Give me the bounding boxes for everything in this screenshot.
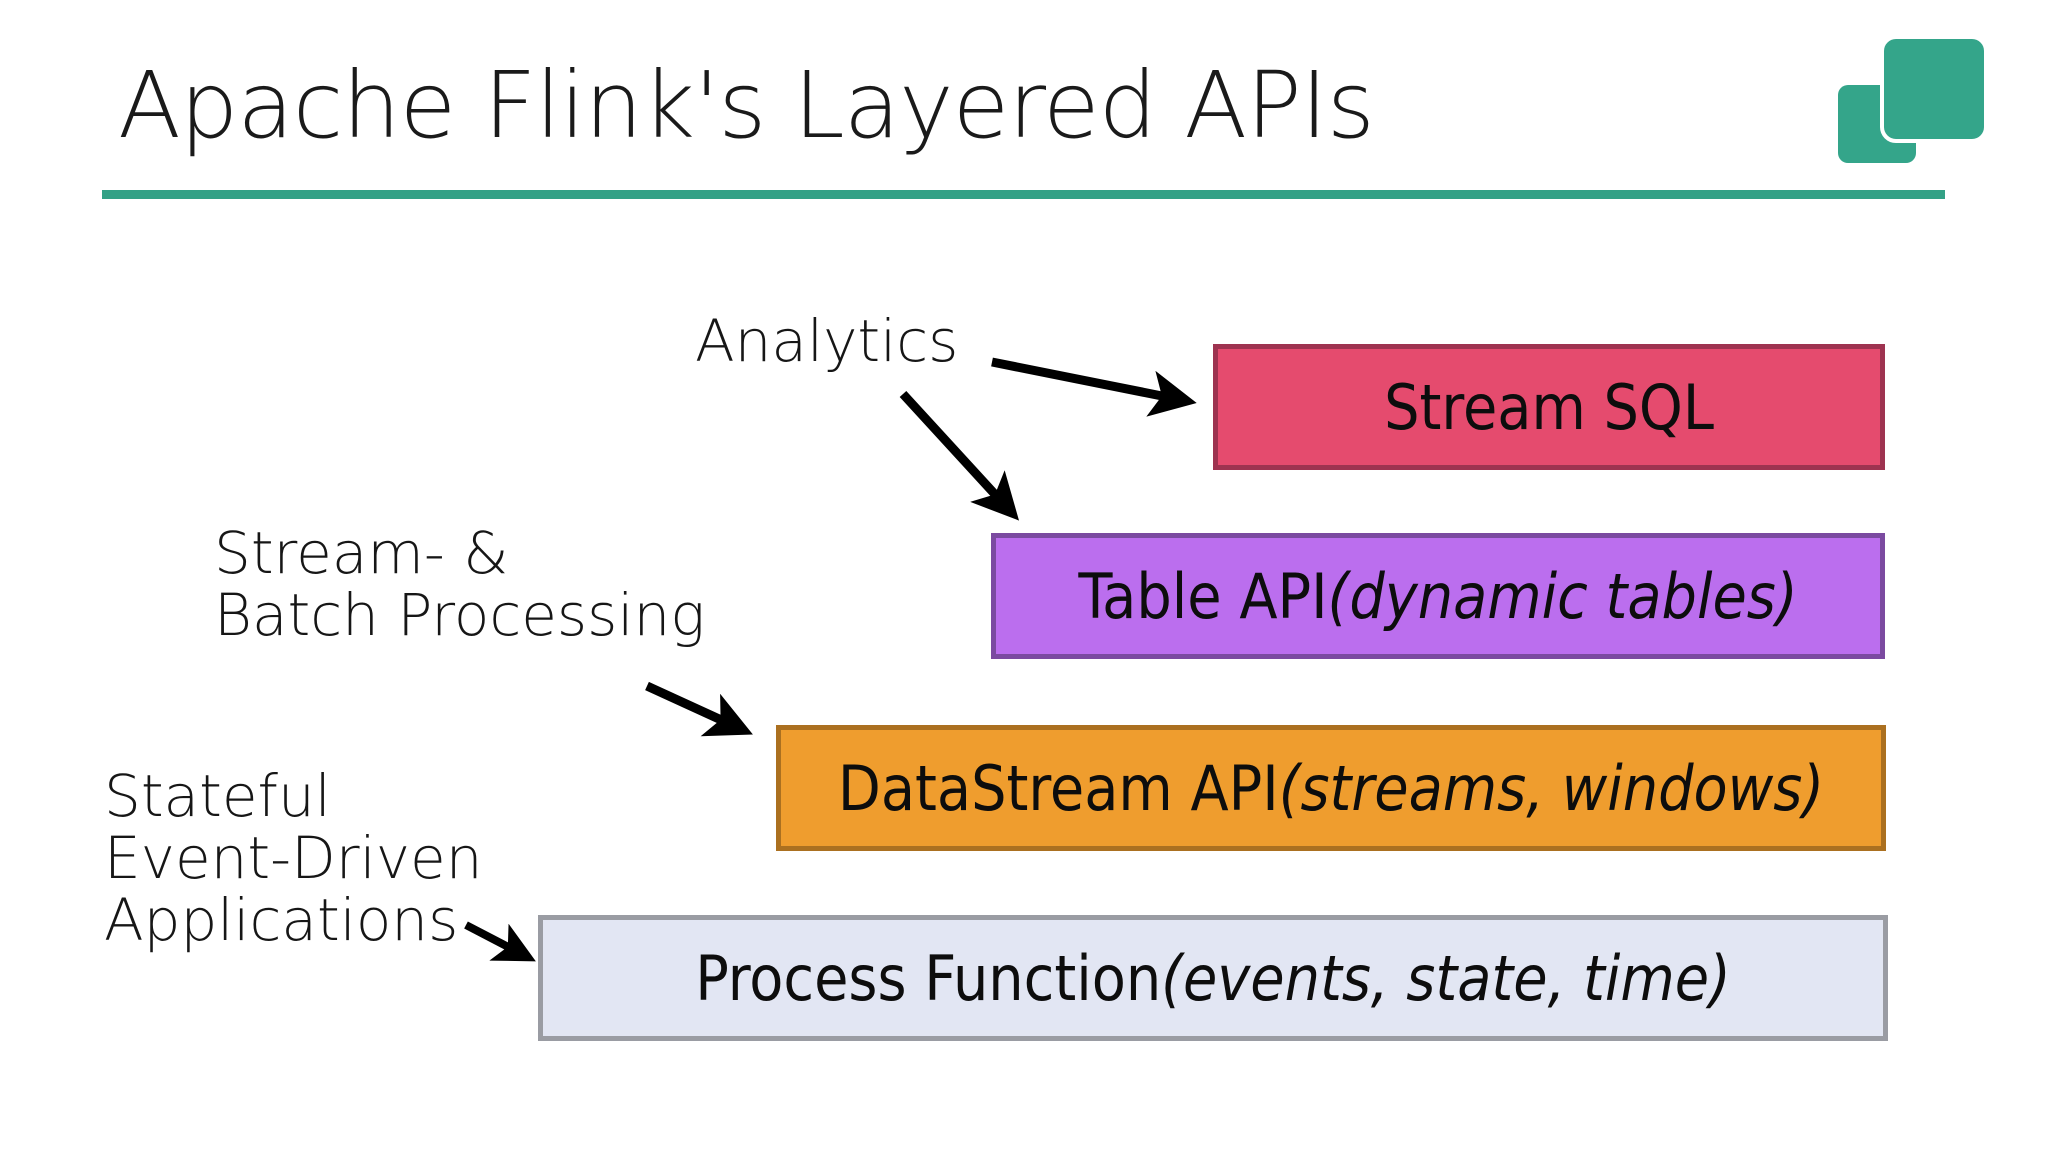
layer-paren-datastream-api: (streams, windows) [1278, 751, 1825, 825]
layer-box-stream-sql[interactable]: Stream SQL [1213, 344, 1885, 470]
layer-box-table-api[interactable]: Table API (dynamic tables) [991, 533, 1885, 659]
arrow-analytics-to-table-api [899, 390, 1020, 521]
arrow-batch-processing-to-datastream-api [645, 681, 753, 737]
layer-label-stream-sql: Stream SQL [1384, 370, 1714, 444]
layer-paren-table-api: (dynamic tables) [1327, 559, 1798, 633]
title-underline-rule [102, 190, 1945, 199]
annotation-stateful-event-driven-applications: Stateful Event-Driven Applications [104, 762, 483, 955]
layer-paren-process-function: (events, state, time) [1161, 941, 1731, 1015]
layer-label-process-function: Process Function [695, 941, 1162, 1015]
layer-box-datastream-api[interactable]: DataStream API (streams, windows) [776, 725, 1886, 851]
annotation-stream-batch-processing: Stream- & Batch Processing [214, 519, 706, 650]
arrow-analytics-to-stream-sql [991, 357, 1197, 417]
annotation-analytics: Analytics [695, 307, 959, 375]
layer-label-table-api: Table API [1078, 559, 1328, 633]
logo-square-front-icon [1880, 35, 1988, 143]
layer-label-datastream-api: DataStream API [837, 751, 1279, 825]
page-title: Apache Flink's Layered APIs [118, 52, 1375, 159]
two-squares-logo [1838, 30, 1998, 170]
layer-box-process-function[interactable]: Process Function (events, state, time) [538, 915, 1888, 1041]
